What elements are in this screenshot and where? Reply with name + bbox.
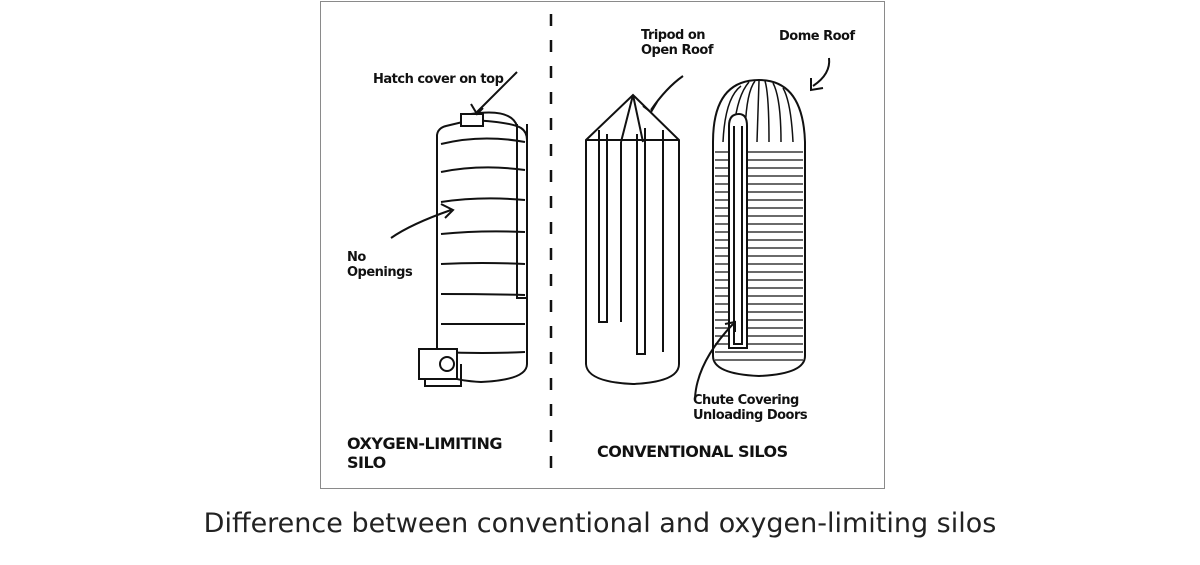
label-no-openings-line-2: Openings: [347, 265, 413, 280]
silo-diagram: [390, 14, 831, 472]
section-title-oxygen-limiting-line-1: OXYGEN-LIMITING: [347, 434, 502, 453]
dome-ribs: [722, 80, 794, 143]
figure-caption: Difference between conventional and oxyg…: [203, 508, 997, 539]
dome-silo-drawing: [694, 57, 831, 399]
label-chute-line-1: Chute Covering: [693, 393, 799, 408]
label-tripod-line-2: Open Roof: [641, 43, 713, 58]
label-no-openings: No Openings: [347, 250, 413, 280]
section-title-oxygen-limiting-line-2: SILO: [347, 453, 386, 472]
label-hatch-cover: Hatch cover on top: [373, 72, 504, 87]
ring-bands: [715, 151, 803, 361]
section-title-conventional: CONVENTIONAL SILOS: [597, 442, 788, 461]
label-dome-roof: Dome Roof: [779, 29, 855, 44]
label-chute-line-2: Unloading Doors: [693, 408, 808, 423]
label-chute: Chute Covering Unloading Doors: [693, 393, 808, 423]
section-title-oxygen-limiting: OXYGEN-LIMITING SILO: [347, 434, 502, 472]
oxygen-limiting-silo-drawing: [390, 71, 528, 387]
silo-diagram-figure: Hatch cover on top No Openings Tripod on…: [320, 1, 885, 489]
label-tripod-line-1: Tripod on: [641, 28, 706, 43]
tripod-silo-drawing: [585, 75, 684, 386]
label-tripod: Tripod on Open Roof: [641, 28, 713, 58]
label-no-openings-line-1: No: [347, 250, 366, 265]
